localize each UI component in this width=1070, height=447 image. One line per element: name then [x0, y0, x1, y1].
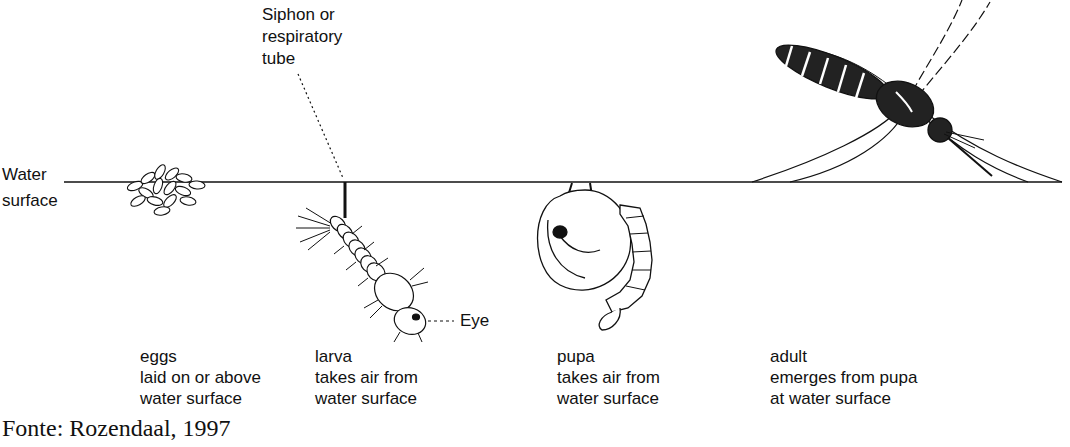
egg-raft	[126, 163, 205, 216]
water-surface-line	[64, 182, 1062, 183]
water-surface-line	[64, 181, 1062, 182]
stage-name: adult	[770, 346, 922, 367]
adult-mosquito-drawing	[820, 58, 828, 84]
larva-drawing	[410, 268, 424, 280]
adult-mosquito-drawing	[770, 35, 893, 110]
larva-drawing	[296, 228, 330, 229]
pupa-drawing	[626, 216, 644, 218]
egg-raft	[129, 194, 147, 209]
callout-label: Eye	[460, 310, 520, 331]
egg-raft	[146, 195, 164, 207]
stage-description: takes air from water surface	[557, 367, 697, 409]
larva-drawing	[296, 182, 429, 342]
pupa-drawing	[538, 190, 631, 290]
adult-mosquito-drawing	[856, 73, 864, 98]
pupa-drawing	[548, 220, 585, 278]
adult-mosquito-drawing	[944, 134, 975, 148]
adult-mosquito-drawing	[786, 46, 864, 98]
pupa-drawing	[626, 216, 651, 290]
stage-description: laid on or above water surface	[140, 367, 280, 409]
stage-name: eggs	[140, 346, 280, 367]
adult-mosquito-drawing	[948, 138, 992, 176]
siphon-leader-line	[298, 74, 343, 178]
larva-drawing	[364, 242, 374, 250]
pupa-drawing	[538, 183, 653, 330]
egg-raft	[153, 206, 170, 217]
stage-description: takes air from water surface	[315, 367, 455, 409]
larva-drawing	[370, 306, 382, 318]
larva-drawing	[346, 262, 356, 270]
larva-drawing	[394, 332, 400, 342]
egg-raft	[175, 173, 192, 184]
larva-drawing	[334, 246, 344, 254]
larva-drawing	[352, 226, 362, 234]
larva-drawing	[376, 258, 388, 266]
pupa-drawing	[630, 233, 648, 234]
stage-description: emerges from pupa at water surface	[770, 367, 922, 409]
larva-drawing	[308, 232, 330, 250]
larva-drawing	[358, 278, 368, 286]
stage-name: larva	[315, 346, 455, 367]
larva-drawing	[296, 208, 332, 250]
source-caption: Fonte: Rozendaal, 1997	[2, 414, 402, 442]
pupa-drawing	[632, 270, 651, 271]
egg-raft	[179, 196, 196, 207]
larva-drawing	[344, 182, 347, 218]
larva-drawing	[298, 216, 330, 226]
pupa-drawing	[626, 286, 645, 290]
larva-drawing	[418, 333, 422, 342]
larva-drawing	[412, 282, 428, 286]
pupa-drawing	[560, 236, 600, 252]
pupa-drawing	[606, 205, 652, 312]
eye-leader-line	[428, 320, 454, 321]
callout-label: Siphon or respiratory tube	[262, 4, 374, 70]
larva-drawing	[413, 314, 420, 320]
pupa-drawing	[553, 226, 567, 238]
adult-mosquito-drawing	[918, 2, 990, 96]
eye-leader-line	[428, 321, 454, 322]
larva-drawing	[306, 208, 332, 224]
egg-raft	[152, 177, 165, 195]
larva-drawing	[364, 300, 378, 308]
adult-mosquito-drawing	[912, 0, 962, 92]
adult-mosquito-drawing	[896, 92, 912, 112]
egg-raft	[174, 185, 192, 198]
siphon-leader-line	[298, 74, 343, 178]
adult-mosquito-drawing	[752, 0, 1062, 182]
larva-drawing	[391, 303, 430, 338]
adult-mosquito-drawing	[925, 118, 1028, 182]
adult-mosquito-drawing	[790, 112, 905, 182]
stage-name: pupa	[557, 346, 697, 367]
adult-mosquito-drawing	[838, 65, 846, 92]
adult-mosquito-drawing	[946, 132, 984, 140]
adult-mosquito-drawing	[786, 46, 792, 66]
water-surface-label: Water surface	[2, 162, 64, 214]
pupa-drawing	[632, 251, 651, 252]
egg-raft	[189, 180, 206, 189]
adult-mosquito-drawing	[802, 52, 810, 76]
pupa-drawing	[599, 308, 620, 330]
